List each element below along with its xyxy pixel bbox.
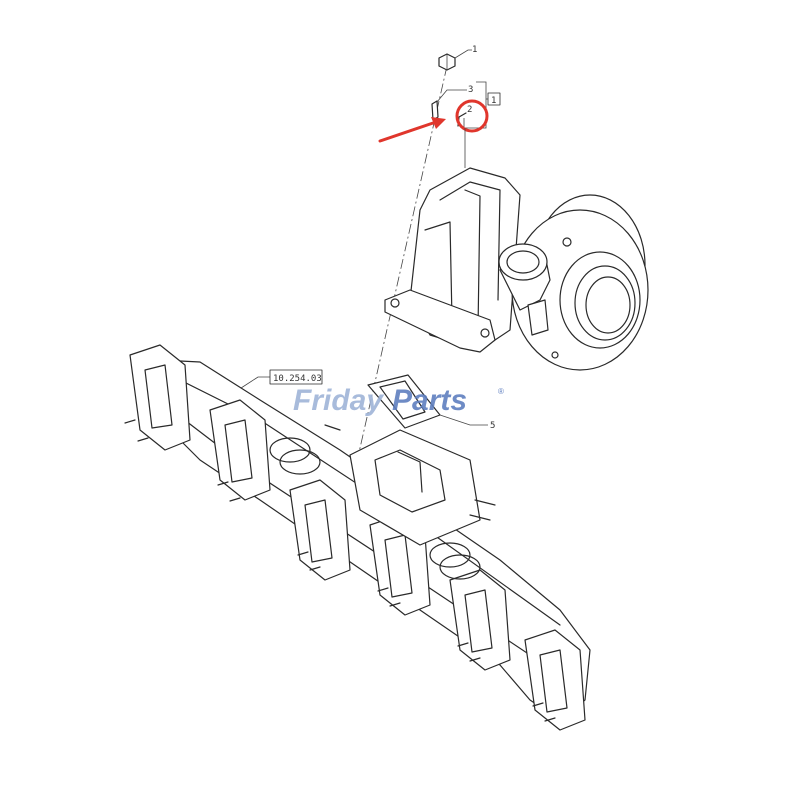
leader-line-reference bbox=[237, 376, 270, 391]
bracket-line bbox=[463, 81, 487, 129]
assembly-axis-line bbox=[354, 65, 448, 471]
callout-item-5: 5 bbox=[490, 421, 495, 431]
callout-item-2: 2 bbox=[467, 105, 472, 115]
callout-item-1: 1 bbox=[472, 45, 477, 55]
highlight-circle bbox=[455, 99, 489, 133]
exhaust-manifold-part bbox=[124, 344, 591, 731]
leader-line-item-3 bbox=[436, 89, 467, 103]
watermark-part-a: Friday bbox=[293, 384, 384, 417]
watermark-registered-mark: ® bbox=[498, 387, 504, 396]
callout-item-3: 3 bbox=[468, 85, 473, 95]
watermark-part-b: Parts bbox=[392, 384, 467, 417]
reference-box bbox=[269, 369, 323, 385]
highlight-arrow bbox=[378, 117, 446, 143]
leader-line-item-1 bbox=[454, 49, 472, 59]
turbocharger-part bbox=[384, 167, 649, 371]
friday-parts-watermark: Friday Parts ® bbox=[293, 384, 504, 417]
leader-line-item-5 bbox=[439, 414, 488, 426]
stud-part bbox=[431, 100, 439, 121]
nut-part bbox=[438, 53, 456, 71]
reference-code: 10.254.03 bbox=[273, 374, 322, 384]
callout-box-item: 1 bbox=[491, 96, 496, 106]
